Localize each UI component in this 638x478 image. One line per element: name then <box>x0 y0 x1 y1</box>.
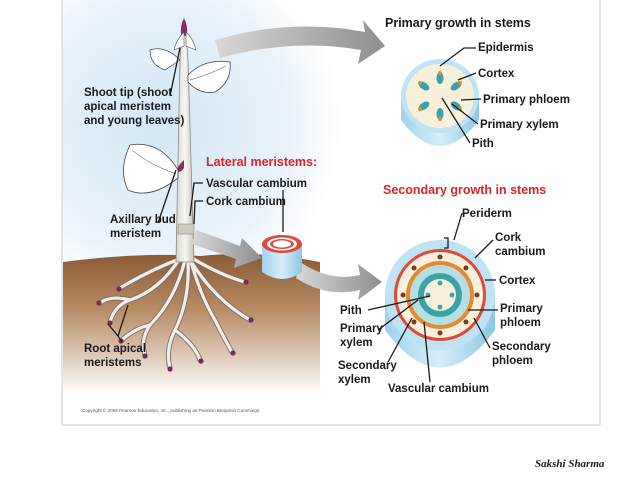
label-secondary-xylem-line2: xylem <box>338 374 371 386</box>
arrow-to-primary <box>215 20 385 64</box>
primary-stem-section <box>401 59 479 146</box>
label-primary-phloem: Primary phloem <box>483 94 570 106</box>
label-primary-phloem2-line2: phloem <box>500 317 541 329</box>
vascular-bundle <box>436 108 444 120</box>
secondary-growth-title: Secondary growth in stems <box>383 183 546 197</box>
phloem-cap <box>418 107 422 111</box>
label-axillary-line2: meristem <box>110 228 161 240</box>
label-periderm: Periderm <box>462 208 512 220</box>
label-secondary-phloem-line1: Secondary <box>492 341 551 353</box>
label-cortex-secondary: Cortex <box>499 275 536 287</box>
lateral-meristems-title: Lateral meristems: <box>206 155 317 169</box>
root-tip <box>230 350 236 356</box>
soil <box>63 254 320 395</box>
axillary-bud <box>176 160 184 173</box>
label-pith: Pith <box>472 138 494 150</box>
label-shoot-tip-line2: apical meristem <box>84 101 171 113</box>
label-root-apical-line1: Root apical <box>84 343 146 355</box>
primary-growth-title: Primary growth in stems <box>385 16 531 30</box>
label-secondary-xylem-line1: Secondary <box>338 360 397 372</box>
copyright-notice: Copyright © 2008 Pearson Education, Inc.… <box>82 407 261 413</box>
label-cortex: Cortex <box>478 68 515 80</box>
root-tip <box>142 353 148 359</box>
root-tip <box>116 286 122 292</box>
label-cork-line1: Cork <box>495 232 522 244</box>
phloem-cap <box>438 117 442 121</box>
label-shoot-tip-line3: and young leaves) <box>84 115 185 127</box>
secondary-stem-section <box>385 240 495 368</box>
root-tip <box>167 366 173 372</box>
shoot-tip <box>173 18 197 51</box>
phloem-cap <box>418 81 422 85</box>
label-shoot-tip-line1: Shoot tip (shoot <box>84 87 172 99</box>
lateral-meristem-cylinder <box>262 235 302 279</box>
label-cork-line2: cambium <box>495 246 546 258</box>
label-root-apical-line2: meristems <box>84 357 142 369</box>
label-primary-xylem2-line1: Primary <box>340 323 383 335</box>
root-tip <box>96 300 102 306</box>
arrow-to-secondary <box>296 262 382 300</box>
stem-base-band <box>177 223 195 235</box>
label-pith-secondary: Pith <box>340 305 362 317</box>
leader-lines <box>107 47 498 383</box>
arrow-to-lateral <box>192 230 262 268</box>
root-tip <box>248 317 254 323</box>
vascular-bundle <box>436 72 444 84</box>
label-primary-phloem2-line1: Primary <box>500 303 543 315</box>
label-axillary-line1: Axillary bud <box>110 214 176 226</box>
label-cork-cambium: Cork cambium <box>206 196 286 208</box>
root-tip <box>198 358 204 364</box>
label-primary-xylem2-line2: xylem <box>340 337 373 349</box>
label-vascular-cambium: Vascular cambium <box>206 178 307 190</box>
root-tip <box>243 279 249 285</box>
label-primary-xylem: Primary xylem <box>480 119 559 131</box>
label-epidermis: Epidermis <box>478 42 534 54</box>
label-vascular-cambium-secondary: Vascular cambium <box>388 383 489 395</box>
author-name: Sakshi Sharma <box>535 458 605 470</box>
sky-background <box>63 0 343 275</box>
leaves <box>123 48 231 194</box>
phloem-cap <box>438 71 442 75</box>
phloem-cap <box>458 81 462 85</box>
label-secondary-phloem-line2: phloem <box>492 355 533 367</box>
